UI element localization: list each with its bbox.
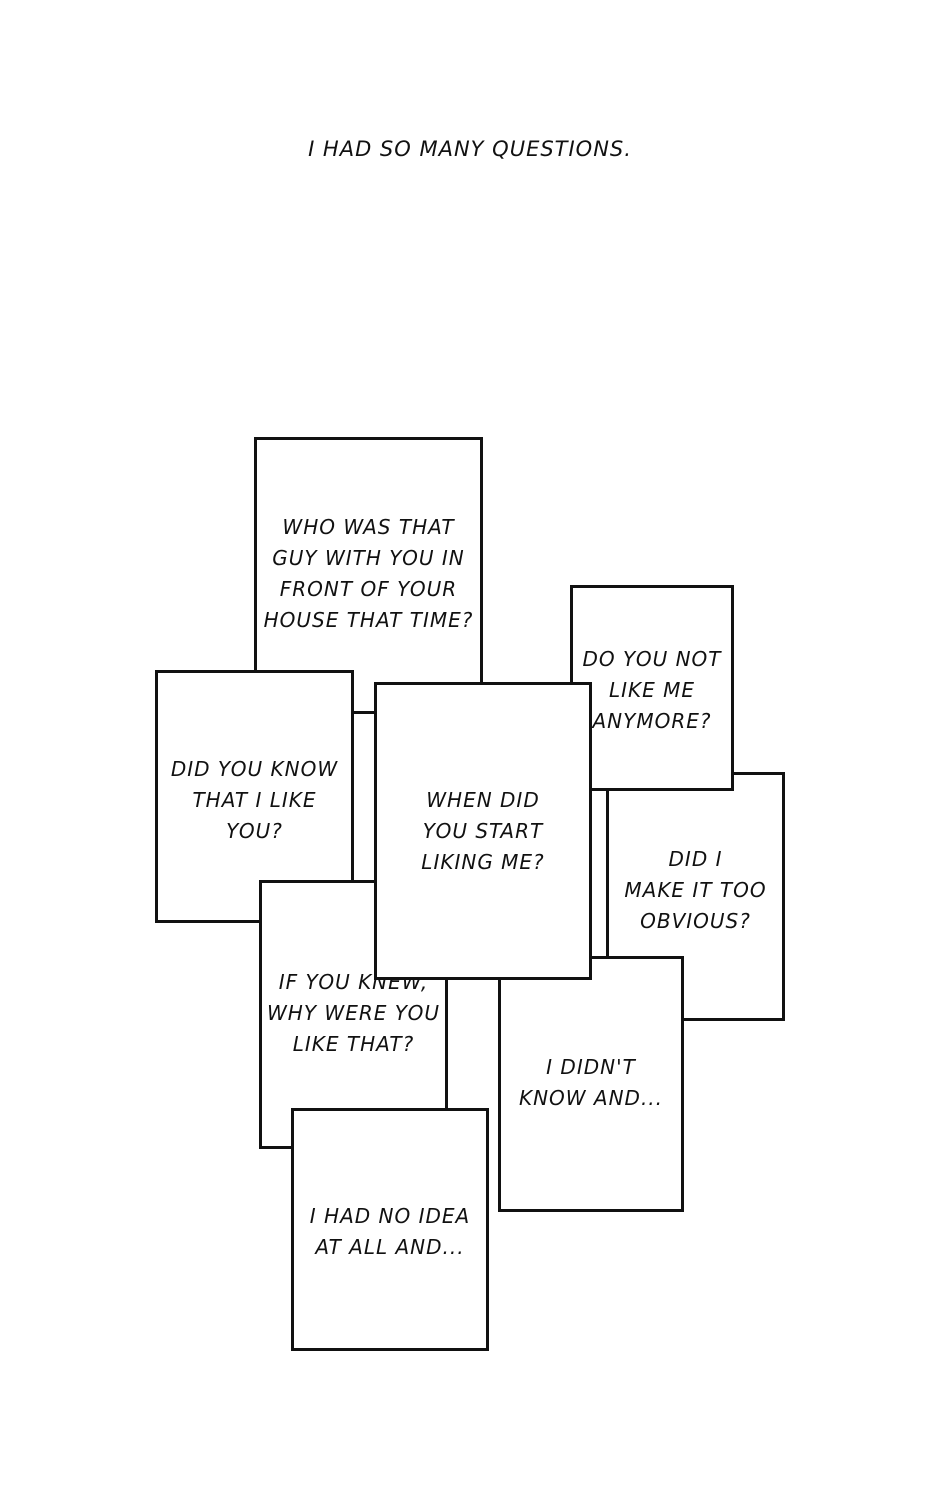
question-text: WHEN DID YOU START LIKING ME?	[421, 788, 545, 874]
question-card-do-you-not-like-me: DO YOU NOT LIKE ME ANYMORE?	[570, 585, 734, 791]
question-text: DID I MAKE IT TOO OBVIOUS?	[624, 847, 767, 933]
question-card-when-did-you-start: WHEN DID YOU START LIKING ME?	[374, 682, 592, 980]
question-text: I HAD NO IDEA AT ALL AND...	[309, 1204, 471, 1259]
narration-caption: I HAD SO MANY QUESTIONS.	[308, 137, 632, 161]
question-card-i-didnt-know: I DIDN'T KNOW AND...	[498, 956, 684, 1212]
question-card-who-was-that-guy: WHO WAS THAT GUY WITH YOU IN FRONT OF YO…	[254, 437, 483, 714]
question-text: DID YOU KNOW THAT I LIKE YOU?	[170, 757, 339, 843]
question-card-if-you-knew: IF YOU KNEW, WHY WERE YOU LIKE THAT?	[259, 880, 448, 1149]
question-text: DO YOU NOT LIKE ME ANYMORE?	[582, 647, 722, 733]
question-text: WHO WAS THAT GUY WITH YOU IN FRONT OF YO…	[263, 515, 474, 632]
question-card-i-had-no-idea: I HAD NO IDEA AT ALL AND...	[291, 1108, 489, 1351]
question-text: I DIDN'T KNOW AND...	[518, 1055, 664, 1110]
question-text: IF YOU KNEW, WHY WERE YOU LIKE THAT?	[267, 970, 440, 1056]
